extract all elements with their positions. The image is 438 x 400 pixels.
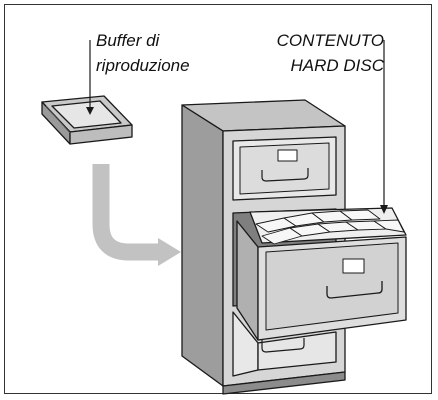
curved-arrow-icon — [92, 164, 181, 266]
buffer-pointer — [86, 40, 94, 115]
contenuto-label: CONTENUTO HARD DISC — [277, 28, 384, 78]
filing-cabinet-icon — [181, 99, 407, 395]
contenuto-label-line2: HARD DISC — [290, 56, 384, 75]
top-drawer — [232, 136, 337, 201]
letter-tray-icon — [41, 95, 133, 145]
contenuto-label-line1: CONTENUTO — [276, 31, 384, 50]
contenuto-pointer — [380, 40, 388, 214]
bottom-drawer — [232, 311, 337, 377]
diagram-frame — [4, 4, 432, 394]
buffer-label-line2: riproduzione — [96, 56, 190, 75]
buffer-label: Buffer di riproduzione — [96, 28, 190, 78]
buffer-label-line1: Buffer di — [96, 31, 160, 50]
open-drawer — [236, 207, 407, 341]
